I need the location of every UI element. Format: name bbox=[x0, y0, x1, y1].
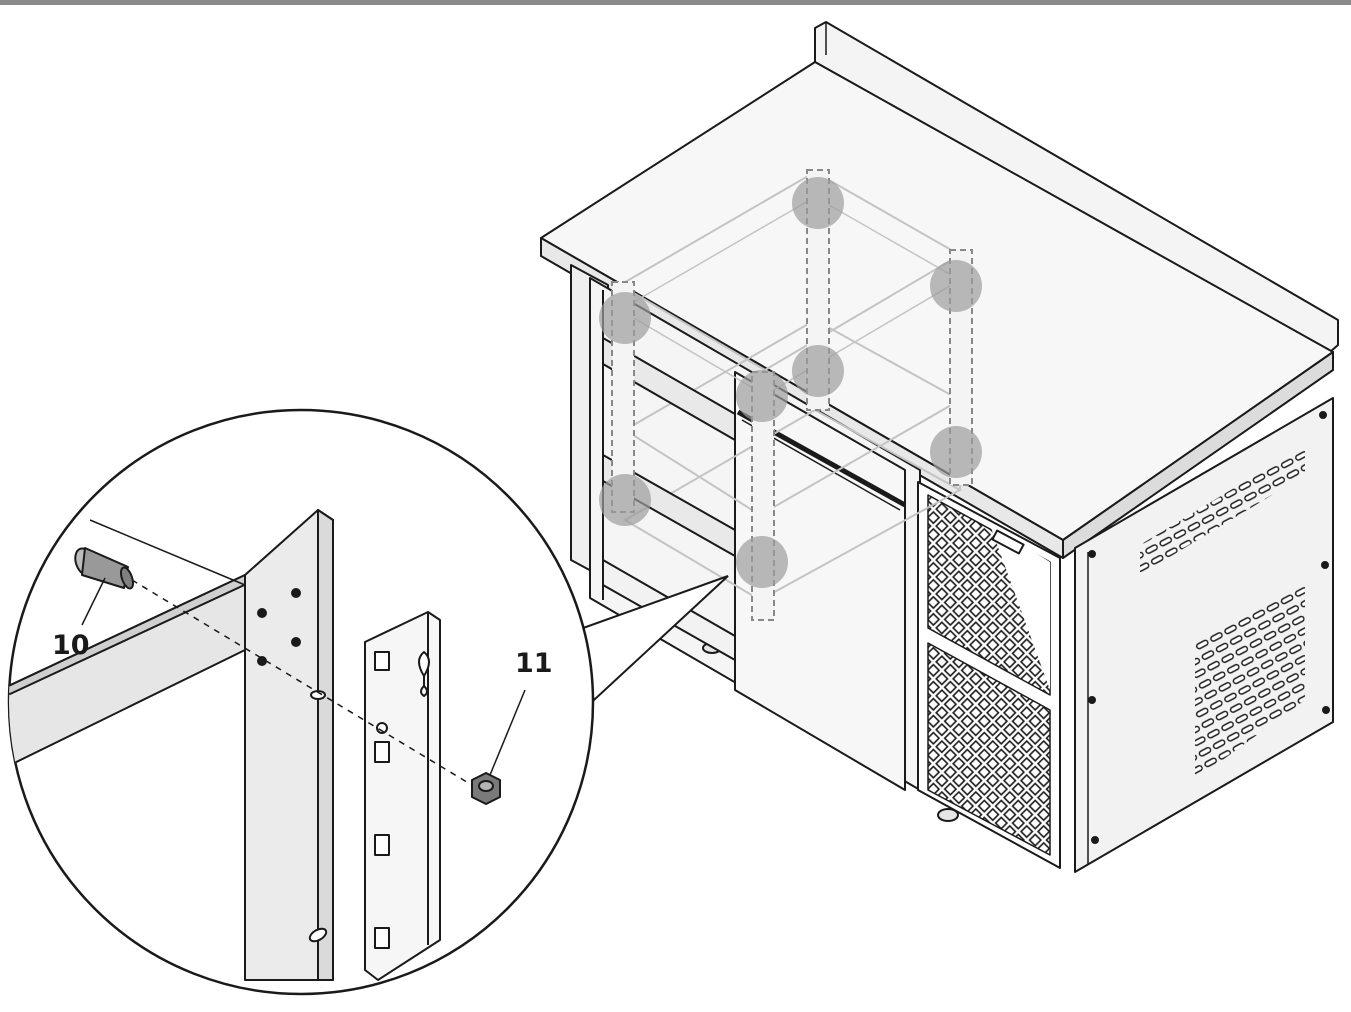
top-border-rule bbox=[0, 0, 1351, 5]
bolt-point-7 bbox=[599, 292, 651, 344]
bolt-point-8 bbox=[599, 474, 651, 526]
bolt-point-4 bbox=[930, 426, 982, 478]
worktop-side-edge bbox=[1062, 351, 1334, 559]
bolt-highlights bbox=[599, 177, 982, 588]
cabinet-door bbox=[734, 371, 906, 791]
grille-lower bbox=[927, 642, 1051, 856]
callout-leader-10 bbox=[81, 577, 106, 626]
bolt-point-3 bbox=[792, 345, 844, 397]
detail-nut bbox=[471, 772, 501, 805]
detail-bolt bbox=[74, 547, 135, 590]
callout-leader-11 bbox=[489, 689, 526, 776]
detail-magnifier: 10 11 bbox=[7, 408, 729, 996]
bolt-point-6 bbox=[736, 536, 788, 588]
bolt-point-5 bbox=[736, 370, 788, 422]
foot-left bbox=[937, 808, 959, 822]
cabinet-side-panel bbox=[1074, 397, 1334, 873]
counter-cabinet bbox=[540, 21, 1339, 873]
callout-label-nut: 11 bbox=[515, 648, 553, 679]
assembly-path bbox=[131, 579, 481, 791]
bolt-point-1 bbox=[792, 177, 844, 229]
side-vent-lower bbox=[1195, 585, 1305, 780]
grille-upper-mask bbox=[990, 525, 1050, 690]
grille-handle-slot bbox=[991, 529, 1025, 555]
bolt-point-2 bbox=[930, 260, 982, 312]
side-vent-upper bbox=[1140, 445, 1305, 575]
callout-label-bolt: 10 bbox=[52, 630, 90, 661]
